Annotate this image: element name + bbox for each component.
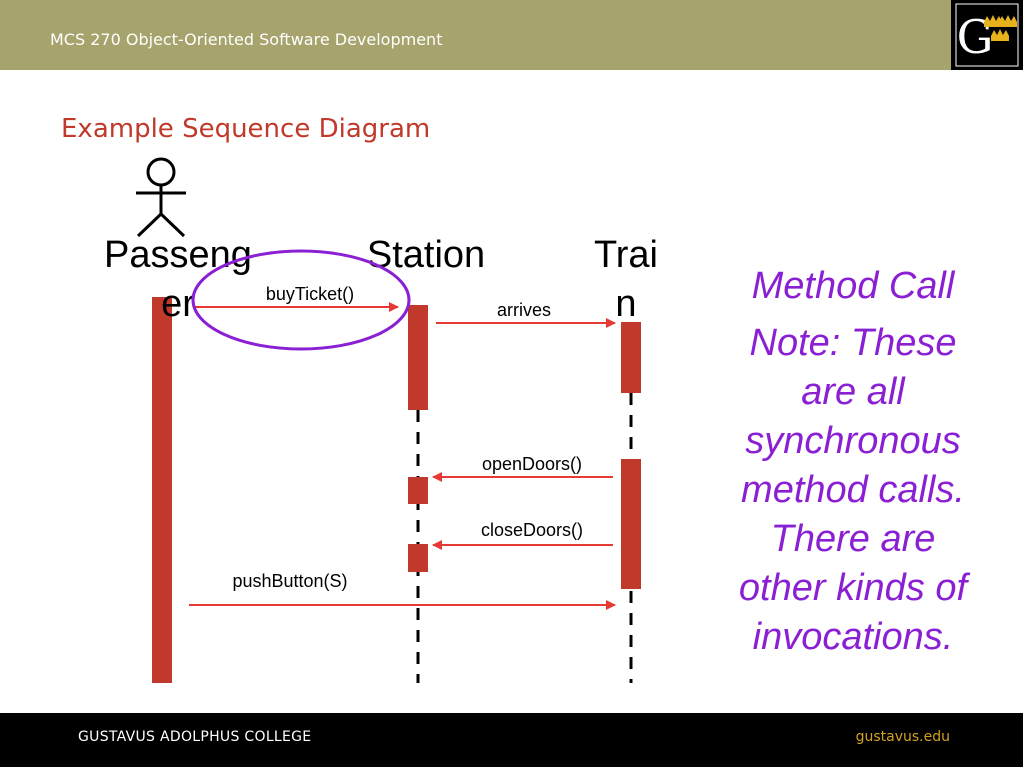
train-activation-arrives xyxy=(621,322,641,393)
college-logo: G xyxy=(951,0,1023,70)
message-label-opendoors: openDoors() xyxy=(482,454,582,474)
message-label-arrives: arrives xyxy=(497,300,551,320)
method-call-label: Method Call xyxy=(751,265,955,307)
station-activation-opendoors xyxy=(408,477,428,504)
slide-title: Example Sequence Diagram xyxy=(61,114,431,144)
passenger-activation xyxy=(152,297,172,683)
method-call-note: Method Call Note: These are all synchron… xyxy=(728,262,978,662)
actor-train-line2: n xyxy=(615,283,636,325)
header-bar: MCS 270 Object-Oriented Software Develop… xyxy=(0,0,951,70)
actor-passenger-line2: er xyxy=(161,283,195,325)
message-label-buyticket: buyTicket() xyxy=(266,284,354,304)
station-activation-buyticket xyxy=(408,305,428,410)
sequence-diagram: Passeng er Station Trai n buyTicket() ar… xyxy=(104,157,658,683)
course-title: MCS 270 Object-Oriented Software Develop… xyxy=(50,30,443,49)
train-activation-doors xyxy=(621,459,641,589)
method-call-highlight xyxy=(191,249,411,351)
station-activation-closedoors xyxy=(408,544,428,572)
footer-bar: GUSTAVUS ADOLPHUS COLLEGE gustavus.edu xyxy=(0,713,1023,767)
crown-icon xyxy=(984,15,1017,41)
actor-passenger-line1: Passeng xyxy=(104,234,252,276)
synchronous-note-text: Note: These are all synchronous method c… xyxy=(738,322,968,658)
college-crest-icon: G xyxy=(955,3,1019,67)
college-name: GUSTAVUS ADOLPHUS COLLEGE xyxy=(78,729,312,745)
message-label-pushbutton: pushButton(S) xyxy=(232,571,347,591)
stick-figure-icon xyxy=(136,157,186,238)
website-link[interactable]: gustavus.edu xyxy=(855,729,950,745)
actor-train-line1: Trai xyxy=(594,234,658,276)
message-label-closedoors: closeDoors() xyxy=(481,520,583,540)
